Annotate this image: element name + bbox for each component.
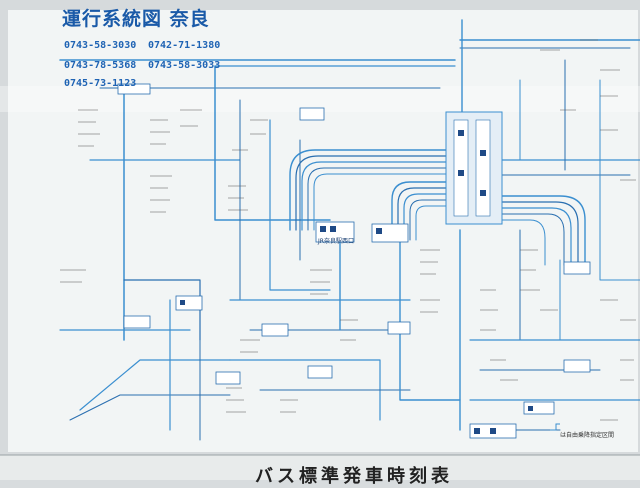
central-terminal xyxy=(445,111,503,225)
route-line xyxy=(214,65,331,221)
map-title: 運行系統図 奈良 xyxy=(62,8,210,30)
label-ticks xyxy=(60,39,636,421)
phone-number: 0745-73-1123 xyxy=(64,78,137,89)
station-label: JR奈良駅西口 xyxy=(318,238,354,245)
phone-number: 0742-71-1380 xyxy=(148,40,221,51)
routes xyxy=(59,19,640,441)
route-bundle xyxy=(499,213,565,266)
route-line xyxy=(599,79,640,281)
route-line xyxy=(269,119,331,291)
route-bundle xyxy=(409,199,451,241)
route-line xyxy=(399,239,461,401)
route-bundle xyxy=(307,167,451,231)
route-bundle xyxy=(499,207,572,266)
phone-number: 0743-58-3033 xyxy=(148,60,221,71)
route-line xyxy=(69,394,231,421)
route-bundle xyxy=(403,193,451,241)
route-bundle xyxy=(313,173,451,231)
route-bundle xyxy=(397,187,451,241)
route-bundle xyxy=(391,181,451,241)
phone-number: 0743-58-3030 xyxy=(64,40,137,51)
route-bundle xyxy=(499,195,586,266)
timetable-strip xyxy=(0,455,640,480)
stop-marks xyxy=(180,130,533,434)
route-bundle xyxy=(301,161,451,231)
route-bundle xyxy=(415,205,451,241)
route-line xyxy=(229,359,381,421)
route-bundle xyxy=(289,149,451,231)
footnote-marker xyxy=(550,423,560,431)
timetable-heading: バス標準発車時刻表 xyxy=(255,466,453,487)
route-bundle xyxy=(499,219,546,266)
route-bundle xyxy=(499,201,579,266)
phone-number: 0743-78-5368 xyxy=(64,60,137,71)
footnote-text: は自由乗降指定区間 xyxy=(560,432,615,439)
route-bundle xyxy=(295,155,451,231)
